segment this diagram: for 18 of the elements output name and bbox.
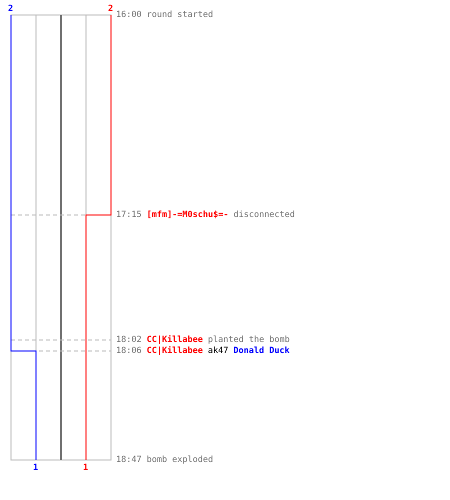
event-text: bomb exploded <box>146 455 214 465</box>
event-text: planted the bomb <box>208 335 290 345</box>
time-label: 16:00 <box>116 10 142 20</box>
player-count: 2 <box>108 4 114 14</box>
player-count: 1 <box>33 463 38 473</box>
event-text: disconnected <box>233 210 295 220</box>
player-count: 1 <box>83 463 88 473</box>
player-name: Donald Duck <box>233 346 290 356</box>
player-name: CC|Killabee <box>146 346 203 356</box>
player-name: [mfm]-=M0schu$=- <box>146 210 228 220</box>
player-count: 2 <box>8 4 14 14</box>
time-label: 18:02 <box>116 335 142 345</box>
weapon-name: ak47 <box>208 346 228 356</box>
event-text: round started <box>146 10 214 20</box>
time-label: 18:47 <box>116 455 142 465</box>
time-label: 18:06 <box>116 346 142 356</box>
time-label: 17:15 <box>116 210 142 220</box>
player-name: CC|Killabee <box>146 335 203 345</box>
